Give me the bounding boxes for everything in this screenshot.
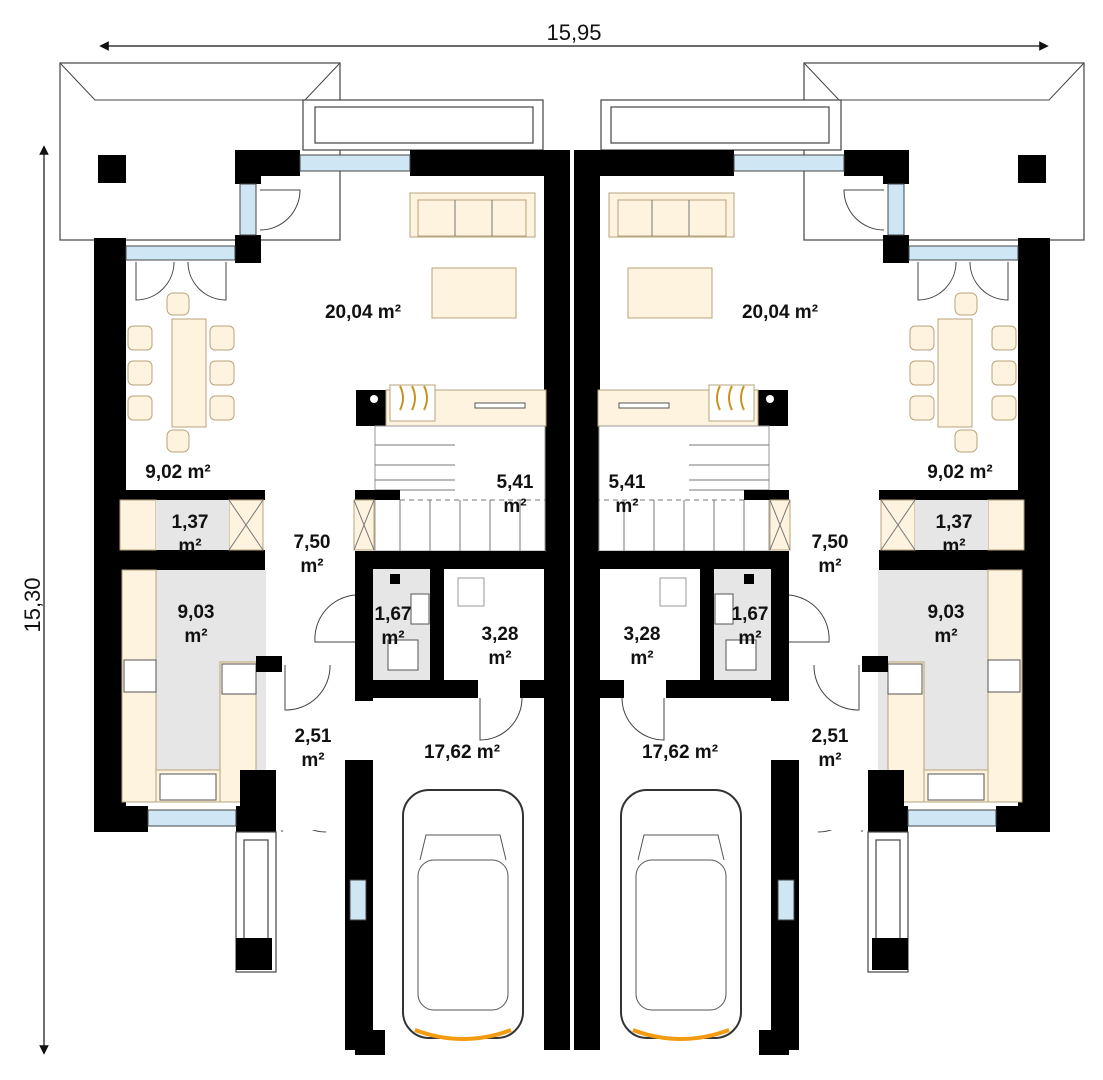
right-stairs-area-unit: m² xyxy=(615,496,638,517)
height-dimension-label: 15,30 xyxy=(20,577,45,632)
right-entry-area-value: 2,51 xyxy=(812,726,849,747)
right-boiler-area-value: 3,28 xyxy=(624,624,661,645)
left-wc-area-value: 1,67 xyxy=(375,604,412,625)
left-entry-area-value: 2,51 xyxy=(295,726,332,747)
left-kitchen-area-value: 9,03 xyxy=(178,602,215,623)
width-dimension-label: 15,95 xyxy=(546,20,601,45)
left-garage-area: 17,62 m² xyxy=(424,742,500,763)
right-kitchen-area-value: 9,03 xyxy=(928,602,965,623)
right-living-area: 20,04 m² xyxy=(742,302,818,323)
left-boiler-area-value: 3,28 xyxy=(482,624,519,645)
left-boiler-area-unit: m² xyxy=(488,648,511,669)
right-hall-area-value: 7,50 xyxy=(812,532,849,553)
right-dining-area: 9,02 m² xyxy=(927,462,992,483)
left-pantry-area-value: 1,37 xyxy=(172,512,209,533)
left-stairs-area-unit: m² xyxy=(503,496,526,517)
right-kitchen-area-unit: m² xyxy=(934,626,957,647)
right-wc-area-unit: m² xyxy=(738,628,761,649)
left-entry-area-unit: m² xyxy=(301,750,324,771)
right-garage-area: 17,62 m² xyxy=(642,742,718,763)
right-entry-area-unit: m² xyxy=(818,750,841,771)
left-pantry-area-unit: m² xyxy=(178,536,201,557)
left-living-area: 20,04 m² xyxy=(325,302,401,323)
left-kitchen-area-unit: m² xyxy=(184,626,207,647)
right-pantry-area-value: 1,37 xyxy=(936,512,973,533)
left-hall-area-unit: m² xyxy=(300,556,323,577)
right-wc-area-value: 1,67 xyxy=(732,604,769,625)
left-hall-area-value: 7,50 xyxy=(294,532,331,553)
right-stairs-area-value: 5,41 xyxy=(609,472,646,493)
right-hall-area-unit: m² xyxy=(818,556,841,577)
left-wc-area-unit: m² xyxy=(381,628,404,649)
right-boiler-area-unit: m² xyxy=(630,648,653,669)
right-pantry-area-unit: m² xyxy=(942,536,965,557)
left-dining-area: 9,02 m² xyxy=(145,462,210,483)
left-stairs-area-value: 5,41 xyxy=(497,472,534,493)
